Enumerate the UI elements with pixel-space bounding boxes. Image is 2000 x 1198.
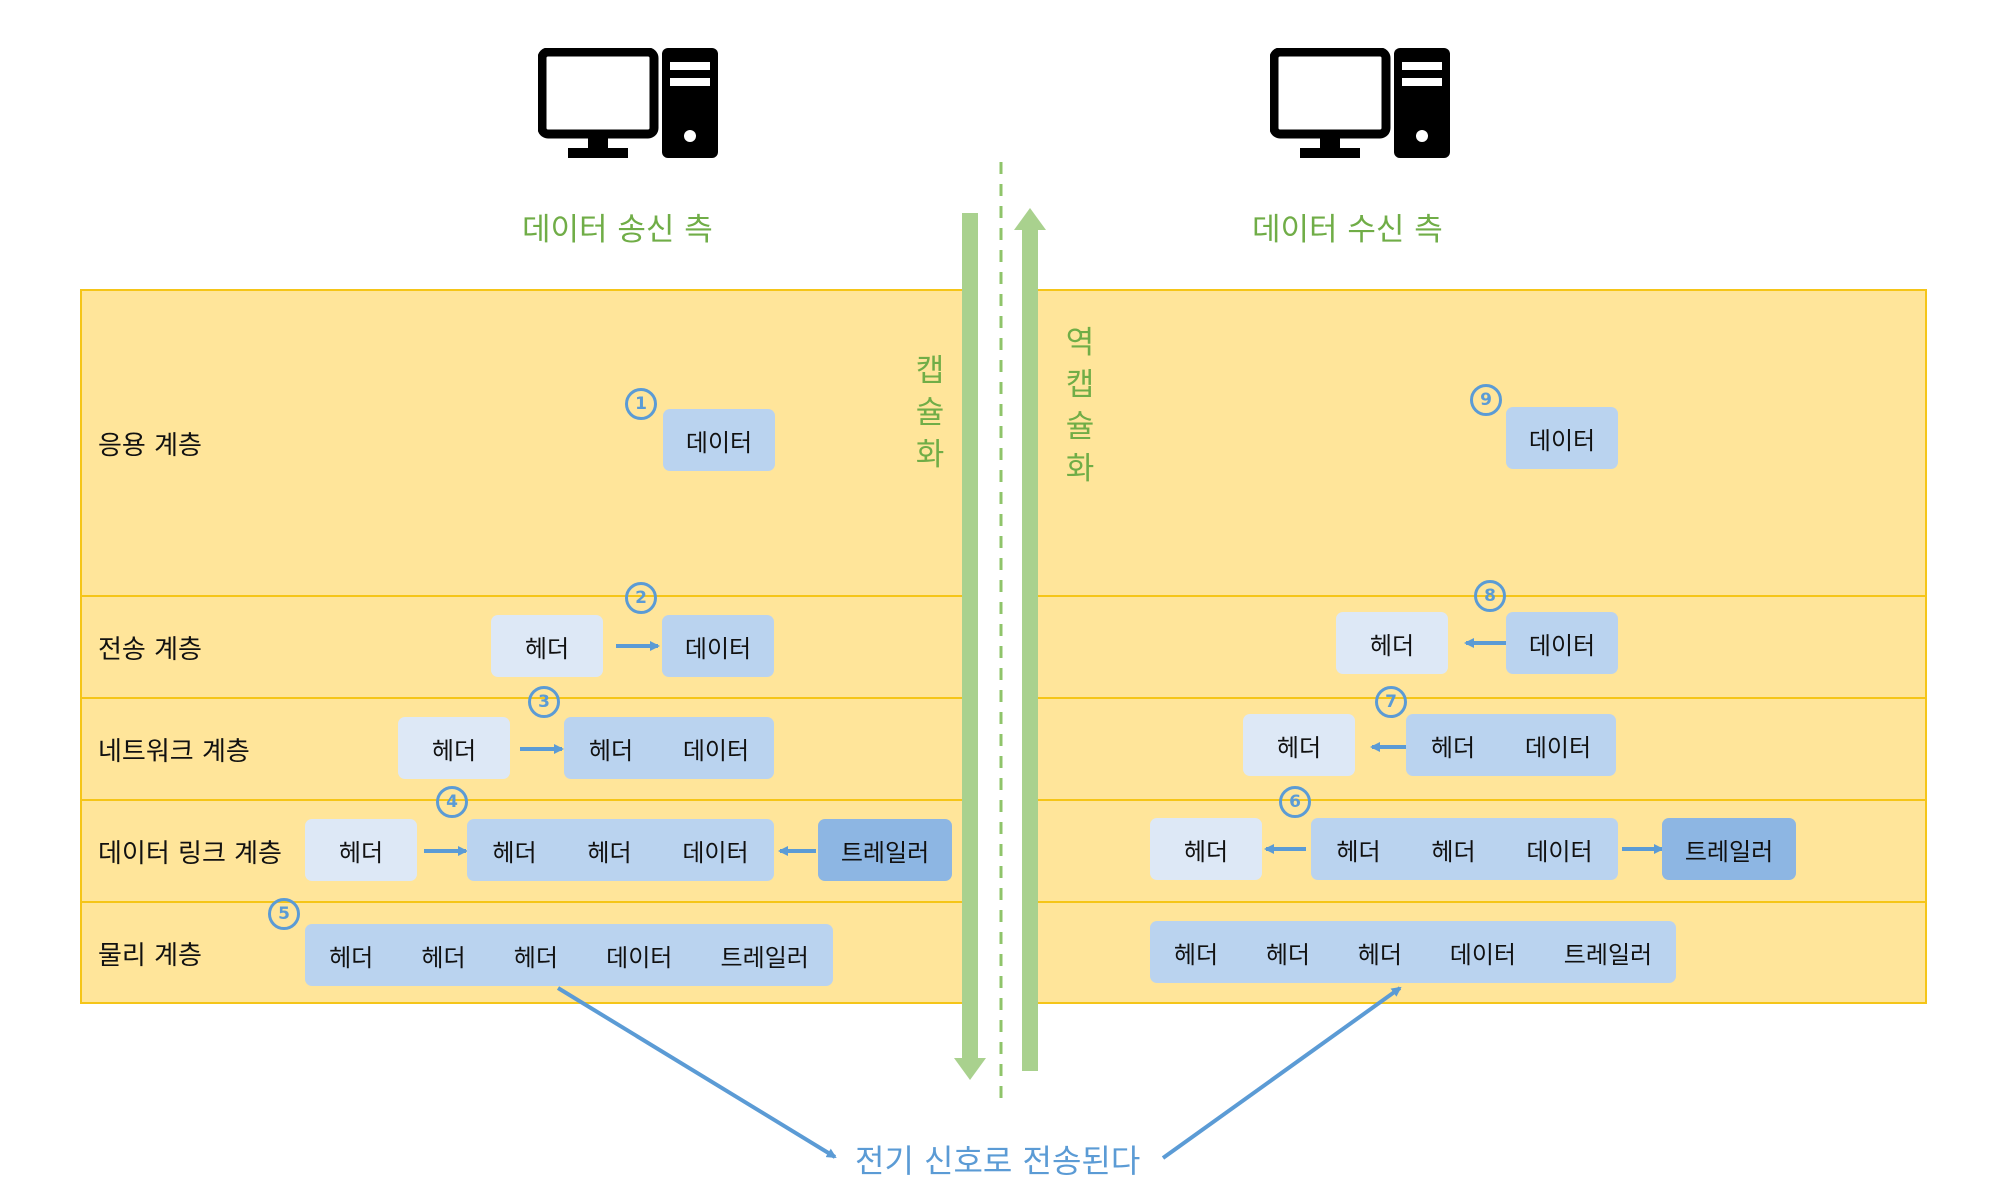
divider [80,595,965,597]
network-header-box: 헤더 [398,717,510,779]
step-marker: 7 [1375,686,1407,718]
divider [80,799,965,801]
divider [1035,799,1927,801]
signal-arrow-out [556,986,837,1159]
datalink-header-box: 헤더 [1150,818,1262,880]
layer-label-datalink: 데이터 링크 계층 [98,839,282,869]
encapsulation-arrow-head [954,1058,986,1080]
sender-title: 데이터 송신 측 [522,212,713,248]
datalink-trailer-box: 트레일러 [1662,818,1796,880]
datalink-header-box: 헤더 [305,819,417,881]
step-marker: 3 [528,686,560,718]
app-data-box: 데이터 [1506,407,1618,469]
datalink-trailer-box: 트레일러 [818,819,952,881]
signal-arrow-in [1161,986,1402,1160]
receiver-computer-icon [1269,47,1452,160]
step-marker: 2 [625,582,657,614]
decapsulation-arrow-head [1014,208,1046,230]
transport-header-box: 헤더 [491,615,603,677]
step-marker: 5 [268,898,300,930]
decapsulation-arrow [1022,228,1038,1071]
divider [80,901,965,903]
encapsulation-arrow [962,213,978,1060]
step-marker: 8 [1474,580,1506,612]
layer-label-physical: 물리 계층 [98,941,202,971]
receiver-title: 데이터 수신 측 [1252,212,1443,248]
step-marker: 1 [625,388,657,420]
divider [1035,697,1927,699]
layer-label-network: 네트워크 계층 [98,737,250,767]
transport-data-box: 데이터 [662,615,774,677]
divider [80,697,965,699]
sender-computer-icon [537,47,720,160]
bottom-caption: 전기 신호로 전송된다 [855,1142,1141,1180]
network-header-box: 헤더 [1243,714,1355,776]
app-data-box: 데이터 [663,409,775,471]
step-marker: 9 [1470,384,1502,416]
step-marker: 4 [436,786,468,818]
layer-label-transport: 전송 계층 [98,635,202,665]
transport-data-box: 데이터 [1506,612,1618,674]
layer-label-application: 응용 계층 [98,431,202,461]
transport-header-box: 헤더 [1336,612,1448,674]
step-marker: 6 [1279,786,1311,818]
divider [1035,901,1927,903]
